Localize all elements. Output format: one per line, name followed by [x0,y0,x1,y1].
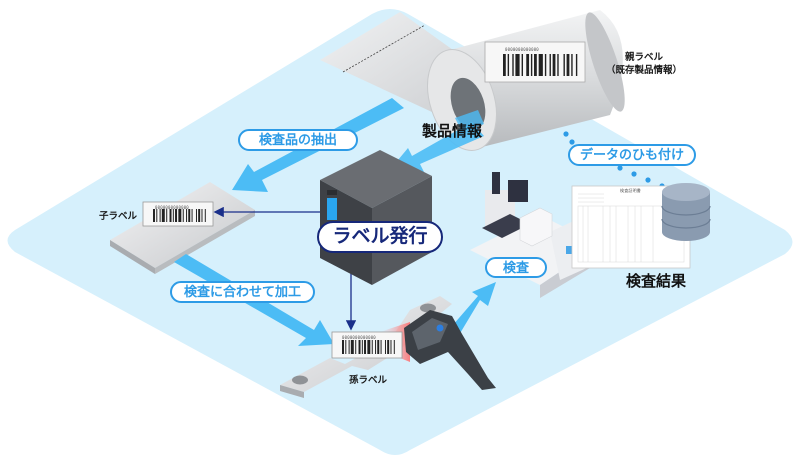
label-child: 子ラベル [99,211,138,222]
barcode-bar [538,54,543,76]
barcode-bar [507,54,510,76]
barcode-bar [557,54,559,76]
barcode-bar [371,340,373,354]
barcode-bar [166,209,168,222]
barcode-bar [566,54,570,76]
barcode-bar [178,209,182,222]
pill-data-link: データのひも付け [568,144,696,166]
barcode-bar [188,209,191,222]
barcode-bar [182,209,184,222]
barcode-bar [387,340,390,354]
barcode-number-child: 0000000000000 [155,205,189,210]
barcode-bars [503,54,578,76]
barcode-bar [159,209,161,222]
barcode-bar [571,54,573,76]
barcode-bar [384,340,386,354]
grandchild-part [280,296,452,398]
barcode-bar [515,54,520,76]
report-title: 検査証明書 [620,188,641,193]
barcode-bar [390,340,392,354]
barcode-bar [521,54,524,76]
barcode-number-parent: 0000000000000 [505,47,539,52]
barcode-bar [526,54,530,76]
pill-process: 検査に合わせて加工 [170,281,315,303]
barcode-bar [563,54,565,76]
barcode-bar [172,209,174,222]
barcode-bar [575,54,578,76]
barcode-bar [350,340,354,354]
barcode-bar [342,340,344,354]
barcode-bar [364,340,367,354]
barcode-bar [348,340,350,354]
pill-inspection: 検査 [485,257,547,278]
barcode-bar [380,340,382,354]
barcode-bar [393,340,395,354]
barcode-bar [355,340,357,354]
barcode-bar [534,54,537,76]
barcode-bar [175,209,178,222]
label-product-info: 製品情報 [422,122,483,140]
barcode-bar [161,209,165,222]
barcode-bar [375,340,377,354]
label-inspection-result: 検査結果 [626,272,687,290]
barcode-bar [361,340,363,354]
database-icon [661,183,711,241]
label-parent-sub: （既存製品情報） [606,65,683,76]
barcode-scanner [404,310,496,390]
label-parent-title: 親ラベル [625,52,664,63]
barcode-bar [503,54,506,76]
barcode-bar [153,209,155,222]
barcode-bar [198,209,201,222]
barcode-bar [156,209,158,222]
pill-extract: 検査品の抽出 [238,129,358,151]
barcode-number-grandchild: 0000000000000 [342,335,376,340]
barcode-bars [342,340,395,354]
label-parent: 親ラベル （既存製品情報） [606,51,682,77]
barcode-bar [530,54,533,76]
barcode-bars [153,209,206,222]
parent-barcode-label [484,41,586,83]
pill-label-issue: ラベル発行 [317,221,443,253]
barcode-bar [552,54,556,76]
barcode-bar [201,209,203,222]
barcode-bar [204,209,206,222]
barcode-bar [345,340,347,354]
label-grandchild: 孫ラベル [349,375,388,386]
barcode-bar [186,209,188,222]
barcode-bar [169,209,172,222]
barcode-bar [512,54,514,76]
barcode-bar [358,340,361,354]
barcode-bar [367,340,371,354]
barcode-bar [195,209,197,222]
barcode-bar [544,54,547,76]
barcode-bar [191,209,193,222]
data-link-dots [563,131,665,189]
barcode-bar [549,54,551,76]
flow-arrow-product-info [388,122,484,176]
grandchild-barcode-label [331,331,403,359]
barcode-bar [377,340,380,354]
